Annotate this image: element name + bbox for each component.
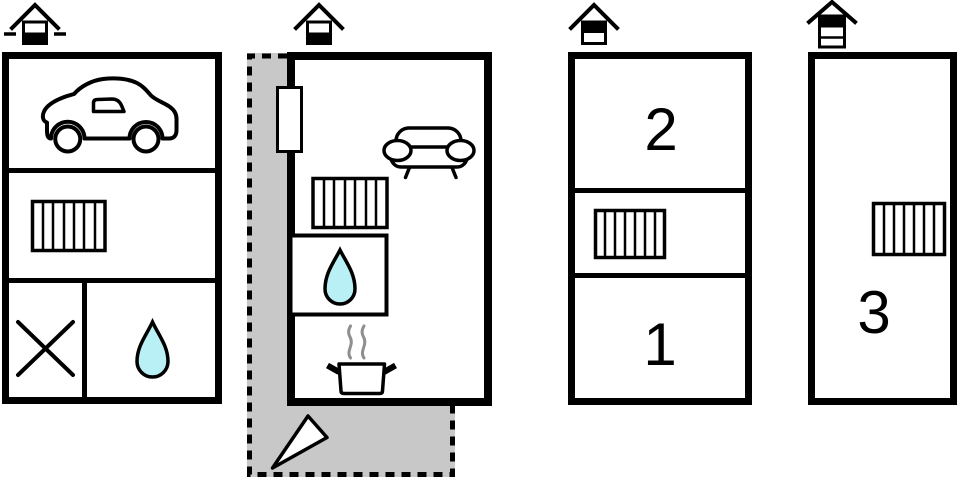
car-icon [40,76,179,154]
radiator-icon [593,208,667,260]
room-1-label: 1 [643,311,676,378]
house-basement-icon [4,2,66,45]
sofa-icon [382,126,476,180]
door-icon [276,86,303,153]
bathroom-area [288,233,389,317]
panel-top-floor: 3 [806,0,957,405]
water-drop-icon [135,317,170,379]
house-top-floor-icon [806,0,858,49]
room-outline [287,52,492,406]
room-outline [2,52,222,404]
radiator-icon [311,176,389,230]
terrace-dashed-border [247,53,455,477]
room-3-label: 3 [857,279,890,346]
crossed-area-icon [16,320,75,377]
water-drop-icon [323,246,357,306]
radiator-icon [871,201,947,257]
panel-ground-floor [247,2,492,477]
car-window [91,97,126,114]
room-2-label: 2 [644,96,677,163]
room-outline [808,52,957,405]
house-ground-icon [293,2,345,45]
panel-first-floor: 2 1 [568,2,752,405]
panel-basement-garage [2,2,222,404]
house-first-floor-icon [568,2,620,45]
radiator-icon [30,199,107,253]
room-outline [568,52,752,405]
steam-icon [347,324,367,360]
cooking-pot-icon [326,324,397,396]
north-arrow-icon [270,414,329,470]
